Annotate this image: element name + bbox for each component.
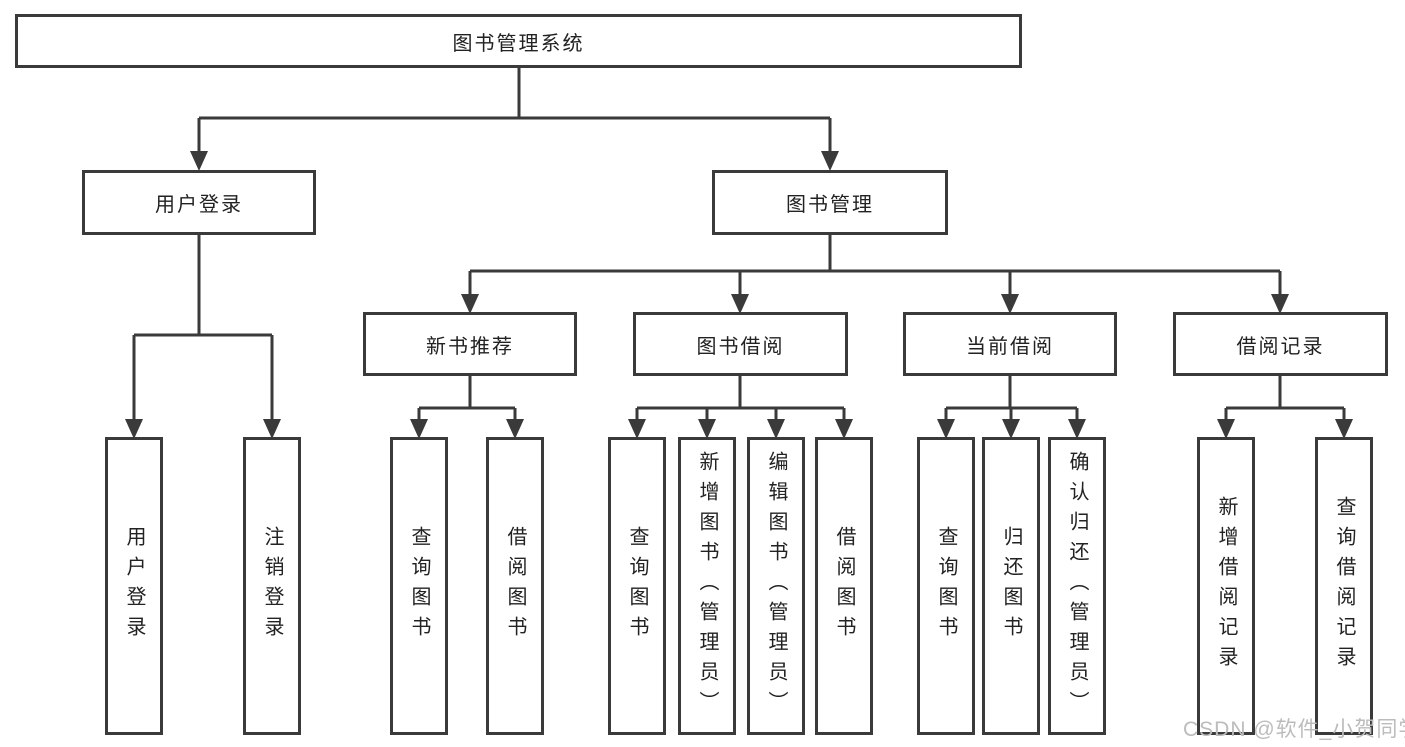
arrow-down-icon: [698, 419, 716, 439]
arrow-down-icon: [1002, 419, 1020, 439]
arrow-down-icon: [628, 419, 646, 439]
leaf-records-add-record-label: 新增借阅记录: [1215, 496, 1237, 676]
node-borrowing-records: 借阅记录: [1173, 312, 1388, 376]
arrow-down-icon: [1001, 294, 1019, 314]
arrow-down-icon: [1068, 419, 1086, 439]
arrow-down-icon: [1335, 419, 1353, 439]
watermark: CSDN @软件_小贺同学: [1183, 718, 1405, 741]
node-current-borrowing: 当前借阅: [903, 312, 1117, 376]
leaf-current-query-books-label: 查询图书: [935, 526, 957, 646]
arrow-down-icon: [767, 419, 785, 439]
leaf-current-confirm-return-admin: 确认归还（管理员）: [1048, 437, 1106, 735]
arrow-down-icon: [937, 419, 955, 439]
arrow-down-icon: [125, 419, 143, 439]
leaf-borrowing-edit-books-admin: 编辑图书（管理员）: [747, 437, 805, 735]
arrow-down-icon: [1217, 419, 1235, 439]
node-new-book-recommendation: 新书推荐: [363, 312, 577, 376]
leaf-borrowing-borrow-books: 借阅图书: [815, 437, 873, 735]
leaf-recommend-query-books: 查询图书: [390, 437, 448, 735]
leaf-records-query-record: 查询借阅记录: [1315, 437, 1373, 735]
arrow-down-icon: [461, 294, 479, 314]
arrow-down-icon: [821, 151, 839, 171]
arrowheads: [125, 151, 1353, 439]
leaf-records-add-record: 新增借阅记录: [1197, 437, 1255, 735]
leaf-borrowing-query-books-label: 查询图书: [626, 526, 648, 646]
node-user-login: 用户登录: [82, 170, 316, 235]
node-library-management-system: 图书管理系统: [15, 14, 1022, 68]
arrow-down-icon: [835, 419, 853, 439]
arrow-down-icon: [190, 151, 208, 171]
leaf-borrowing-query-books: 查询图书: [608, 437, 666, 735]
arrow-down-icon: [263, 419, 281, 439]
leaf-current-confirm-return-admin-label: 确认归还（管理员）: [1066, 451, 1088, 721]
leaf-borrowing-edit-books-admin-label: 编辑图书（管理员）: [765, 451, 787, 721]
arrow-down-icon: [731, 294, 749, 314]
leaf-user-login-label: 用户登录: [123, 526, 145, 646]
leaf-logout: 注销登录: [243, 437, 301, 735]
arrow-down-icon: [1271, 294, 1289, 314]
leaf-user-login: 用户登录: [105, 437, 163, 735]
leaf-records-query-record-label: 查询借阅记录: [1333, 496, 1355, 676]
leaf-recommend-query-books-label: 查询图书: [408, 526, 430, 646]
leaf-borrowing-add-books-admin-label: 新增图书（管理员）: [696, 451, 718, 721]
leaf-borrowing-add-books-admin: 新增图书（管理员）: [678, 437, 736, 735]
leaf-borrowing-borrow-books-label: 借阅图书: [833, 526, 855, 646]
leaf-recommend-borrow-books: 借阅图书: [486, 437, 544, 735]
leaf-logout-label: 注销登录: [261, 526, 283, 646]
leaf-current-return-books-label: 归还图书: [1000, 526, 1022, 646]
arrow-down-icon: [410, 419, 428, 439]
node-book-borrowing: 图书借阅: [633, 312, 848, 376]
leaf-current-query-books: 查询图书: [917, 437, 975, 735]
arrow-down-icon: [506, 419, 524, 439]
leaf-recommend-borrow-books-label: 借阅图书: [504, 526, 526, 646]
leaf-current-return-books: 归还图书: [982, 437, 1040, 735]
node-book-management: 图书管理: [712, 170, 948, 235]
